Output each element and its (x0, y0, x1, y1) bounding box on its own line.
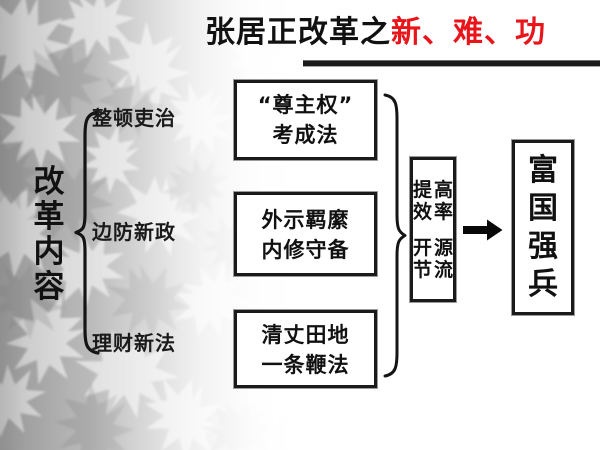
effect-group-2-col-b: 源 流 (434, 237, 453, 281)
effect-g2-b2: 流 (434, 258, 454, 281)
right-brace-icon (383, 93, 407, 378)
slide-title-prefix: 张居正改革之 (205, 15, 391, 50)
content-box-2-line-1: 外示羁縻 (261, 208, 350, 232)
content-box-3: 清丈田地 一条鞭法 (233, 309, 378, 389)
content-box-1-line-2: 考成法 (272, 123, 339, 147)
slide-title: 张居正改革之新、难、功 (205, 12, 585, 54)
heading-char-4: 容 (33, 269, 65, 305)
content-box-3-line-1: 清丈田地 (261, 323, 350, 347)
content-box-3-line-2: 一条鞭法 (261, 353, 350, 377)
branch-label-3: 理财新法 (92, 331, 176, 355)
effect-g1-b2: 率 (434, 200, 454, 223)
heading-char-3: 内 (33, 234, 65, 270)
effect-g1-a2: 效 (412, 200, 432, 223)
right-arrow-icon (463, 219, 503, 241)
page-title: 改 革 内 容 (26, 165, 72, 305)
content-box-1: “尊主权” 考成法 (233, 79, 378, 161)
background-left-shadow (0, 0, 70, 450)
result-box: 富 国 强 兵 (511, 139, 575, 316)
effect-g2-b1: 源 (434, 236, 454, 259)
result-char-2: 国 (528, 190, 558, 226)
left-brace-icon (74, 110, 100, 355)
result-char-4: 兵 (528, 266, 558, 302)
branch-label-2: 边防新政 (92, 220, 176, 244)
title-underline-rule (303, 60, 600, 66)
content-box-1-line-1: “尊主权” (257, 93, 354, 117)
result-char-3: 强 (528, 228, 558, 264)
effect-g2-a2: 节 (412, 258, 432, 281)
effect-g2-a1: 开 (412, 236, 432, 259)
effect-box: 提 效 高 率 开 节 源 流 (409, 156, 457, 303)
effect-group-2: 开 节 源 流 (413, 237, 453, 281)
slide-title-highlight: 新、难、功 (391, 15, 546, 50)
effect-group-2-col-a: 开 节 (413, 237, 432, 281)
effect-group-1-col-b: 高 率 (434, 179, 453, 223)
heading-char-2: 革 (33, 199, 65, 235)
content-box-2-line-2: 内修守备 (261, 238, 350, 262)
content-box-2: 外示羁縻 内修守备 (233, 191, 378, 277)
effect-g1-b1: 高 (434, 178, 454, 201)
branch-label-1: 整顿吏治 (92, 106, 176, 130)
effect-group-1-col-a: 提 效 (413, 179, 432, 223)
heading-char-1: 改 (33, 164, 65, 200)
effect-g1-a1: 提 (412, 178, 432, 201)
effect-group-1: 提 效 高 率 (413, 179, 453, 223)
result-char-1: 富 (528, 152, 558, 188)
